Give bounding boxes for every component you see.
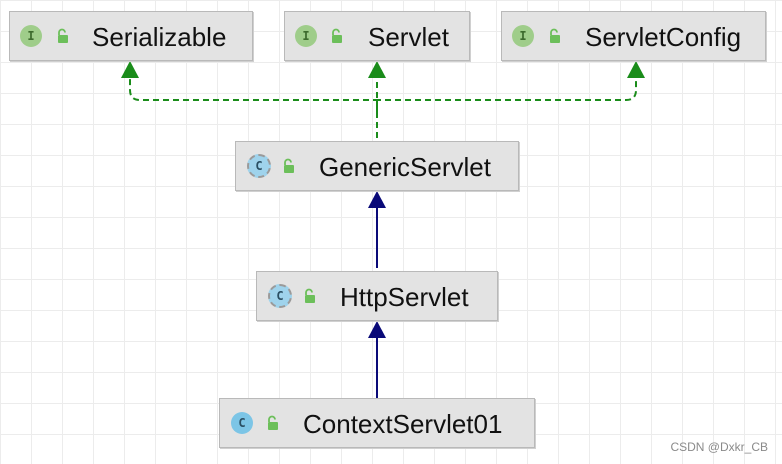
node-label: Servlet	[368, 22, 449, 52]
interface-badge-icon: I	[20, 25, 42, 47]
edge-generic-to-servletconfig	[376, 78, 637, 112]
interface-badge-icon: I	[512, 25, 534, 47]
node-label: ContextServlet01	[303, 409, 503, 439]
implements-arrowheads	[121, 61, 645, 78]
unlocked-padlock-icon	[284, 158, 294, 173]
arrowhead-generic	[368, 191, 386, 208]
node-httpservlet[interactable]: C HttpServlet	[256, 271, 498, 321]
node-label: GenericServlet	[319, 152, 491, 182]
interface-badge-icon: I	[295, 25, 317, 47]
node-contextservlet01[interactable]: C ContextServlet01	[219, 398, 535, 448]
class-badge-icon: C	[231, 412, 253, 434]
abstract-class-badge-icon: C	[268, 284, 292, 308]
unlocked-padlock-icon	[58, 28, 68, 43]
unlocked-padlock-icon	[550, 28, 560, 43]
unlocked-padlock-icon	[332, 28, 342, 43]
node-label: Serializable	[92, 22, 227, 52]
node-label: HttpServlet	[340, 282, 469, 312]
unlocked-padlock-icon	[305, 288, 315, 303]
node-servlet[interactable]: I Servlet	[284, 11, 470, 61]
abstract-class-badge-icon: C	[247, 154, 271, 178]
node-serializable[interactable]: I Serializable	[9, 11, 253, 61]
implements-edges	[129, 78, 637, 138]
unlocked-padlock-icon	[268, 415, 278, 430]
watermark: CSDN @Dxkr_CB	[670, 440, 768, 454]
arrowhead-http	[368, 321, 386, 338]
arrowhead-servletconfig	[627, 61, 645, 78]
extends-arrowheads	[368, 191, 386, 338]
arrowhead-serializable	[121, 61, 139, 78]
node-label: ServletConfig	[585, 22, 742, 52]
node-servletconfig[interactable]: I ServletConfig	[501, 11, 766, 61]
arrowhead-servlet	[368, 61, 386, 78]
node-genericservlet[interactable]: C GenericServlet	[235, 141, 519, 191]
edge-generic-to-serializable	[129, 78, 378, 112]
